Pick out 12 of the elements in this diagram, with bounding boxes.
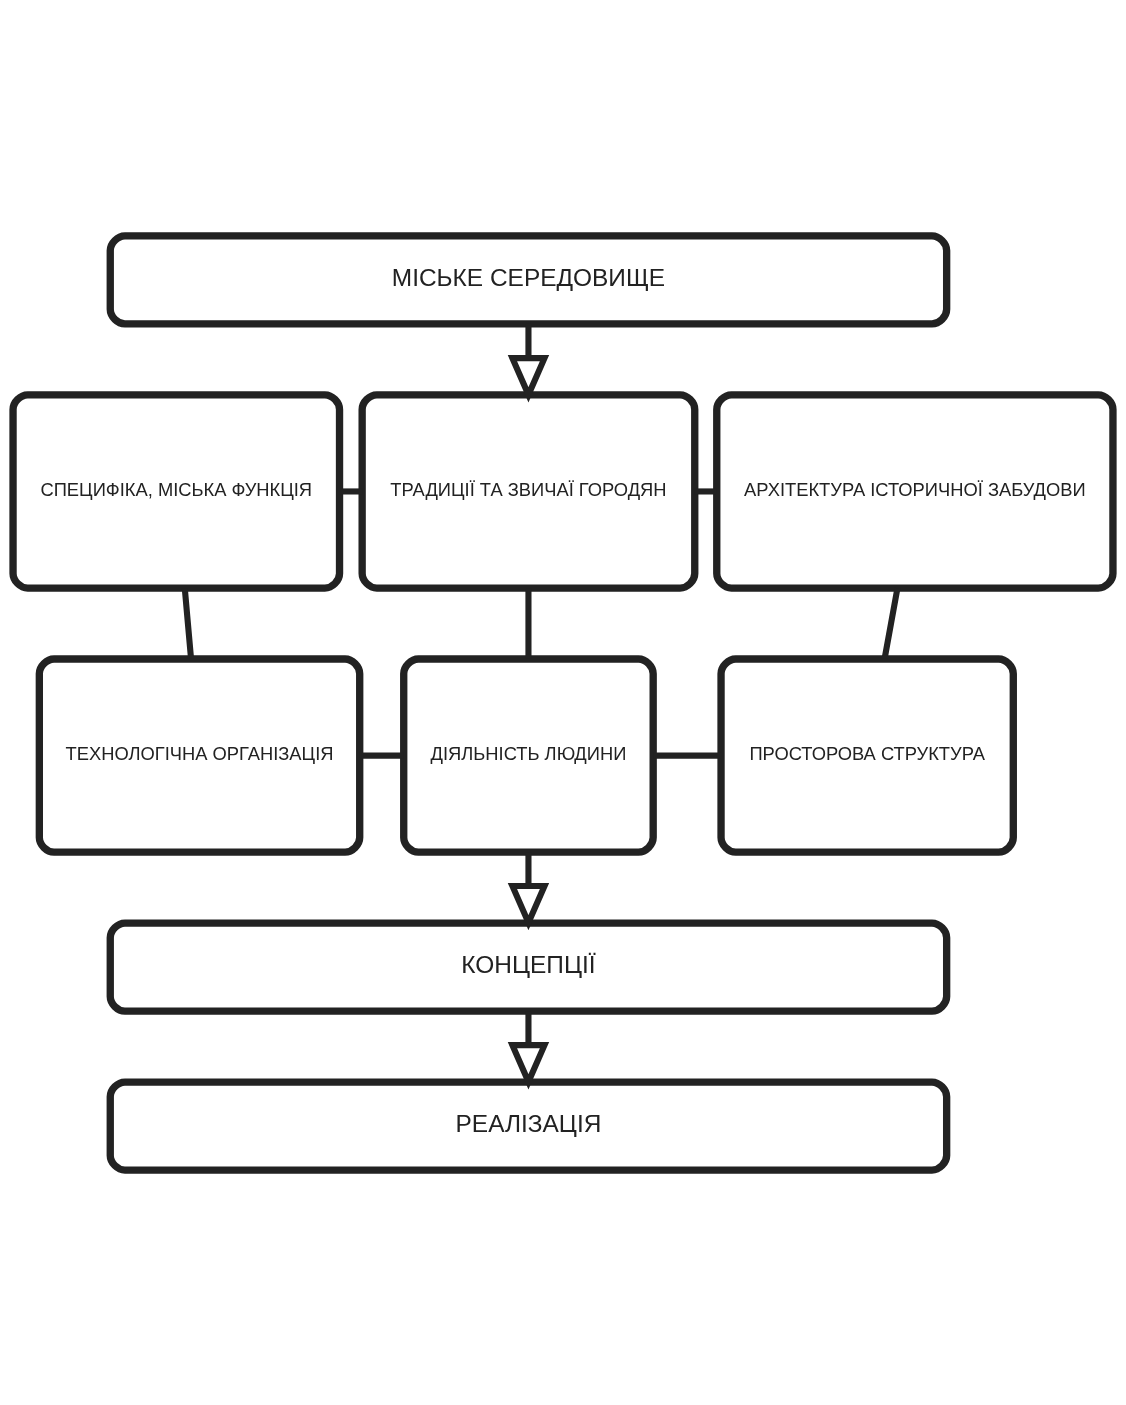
- node-box: МІСЬКЕ СЕРЕДОВИЩЕ: [106, 231, 951, 328]
- arrow: [507, 852, 550, 930]
- node-box: КОНЦЕПЦІЇ: [106, 918, 951, 1015]
- arrow: [507, 1011, 550, 1089]
- node-box: ТРАДИЦІЇ ТА ЗВИЧАЇ ГОРОДЯН: [358, 390, 699, 592]
- connector: [653, 752, 721, 759]
- node-box: АРХІТЕКТУРА ІСТОРИЧНОЇ ЗАБУДОВИ: [713, 390, 1117, 592]
- node-box: РЕАЛІЗАЦІЯ: [106, 1077, 951, 1174]
- node-box: ДІЯЛЬНІСТЬ ЛЮДИНИ: [400, 654, 657, 856]
- node-box: СПЕЦИФІКА, МІСЬКА ФУНКЦІЯ: [9, 390, 344, 592]
- node-box: ПРОСТОРОВА СТРУКТУРА: [717, 654, 1017, 856]
- node-box: ТЕХНОЛОГІЧНА ОРГАНІЗАЦІЯ: [35, 654, 364, 856]
